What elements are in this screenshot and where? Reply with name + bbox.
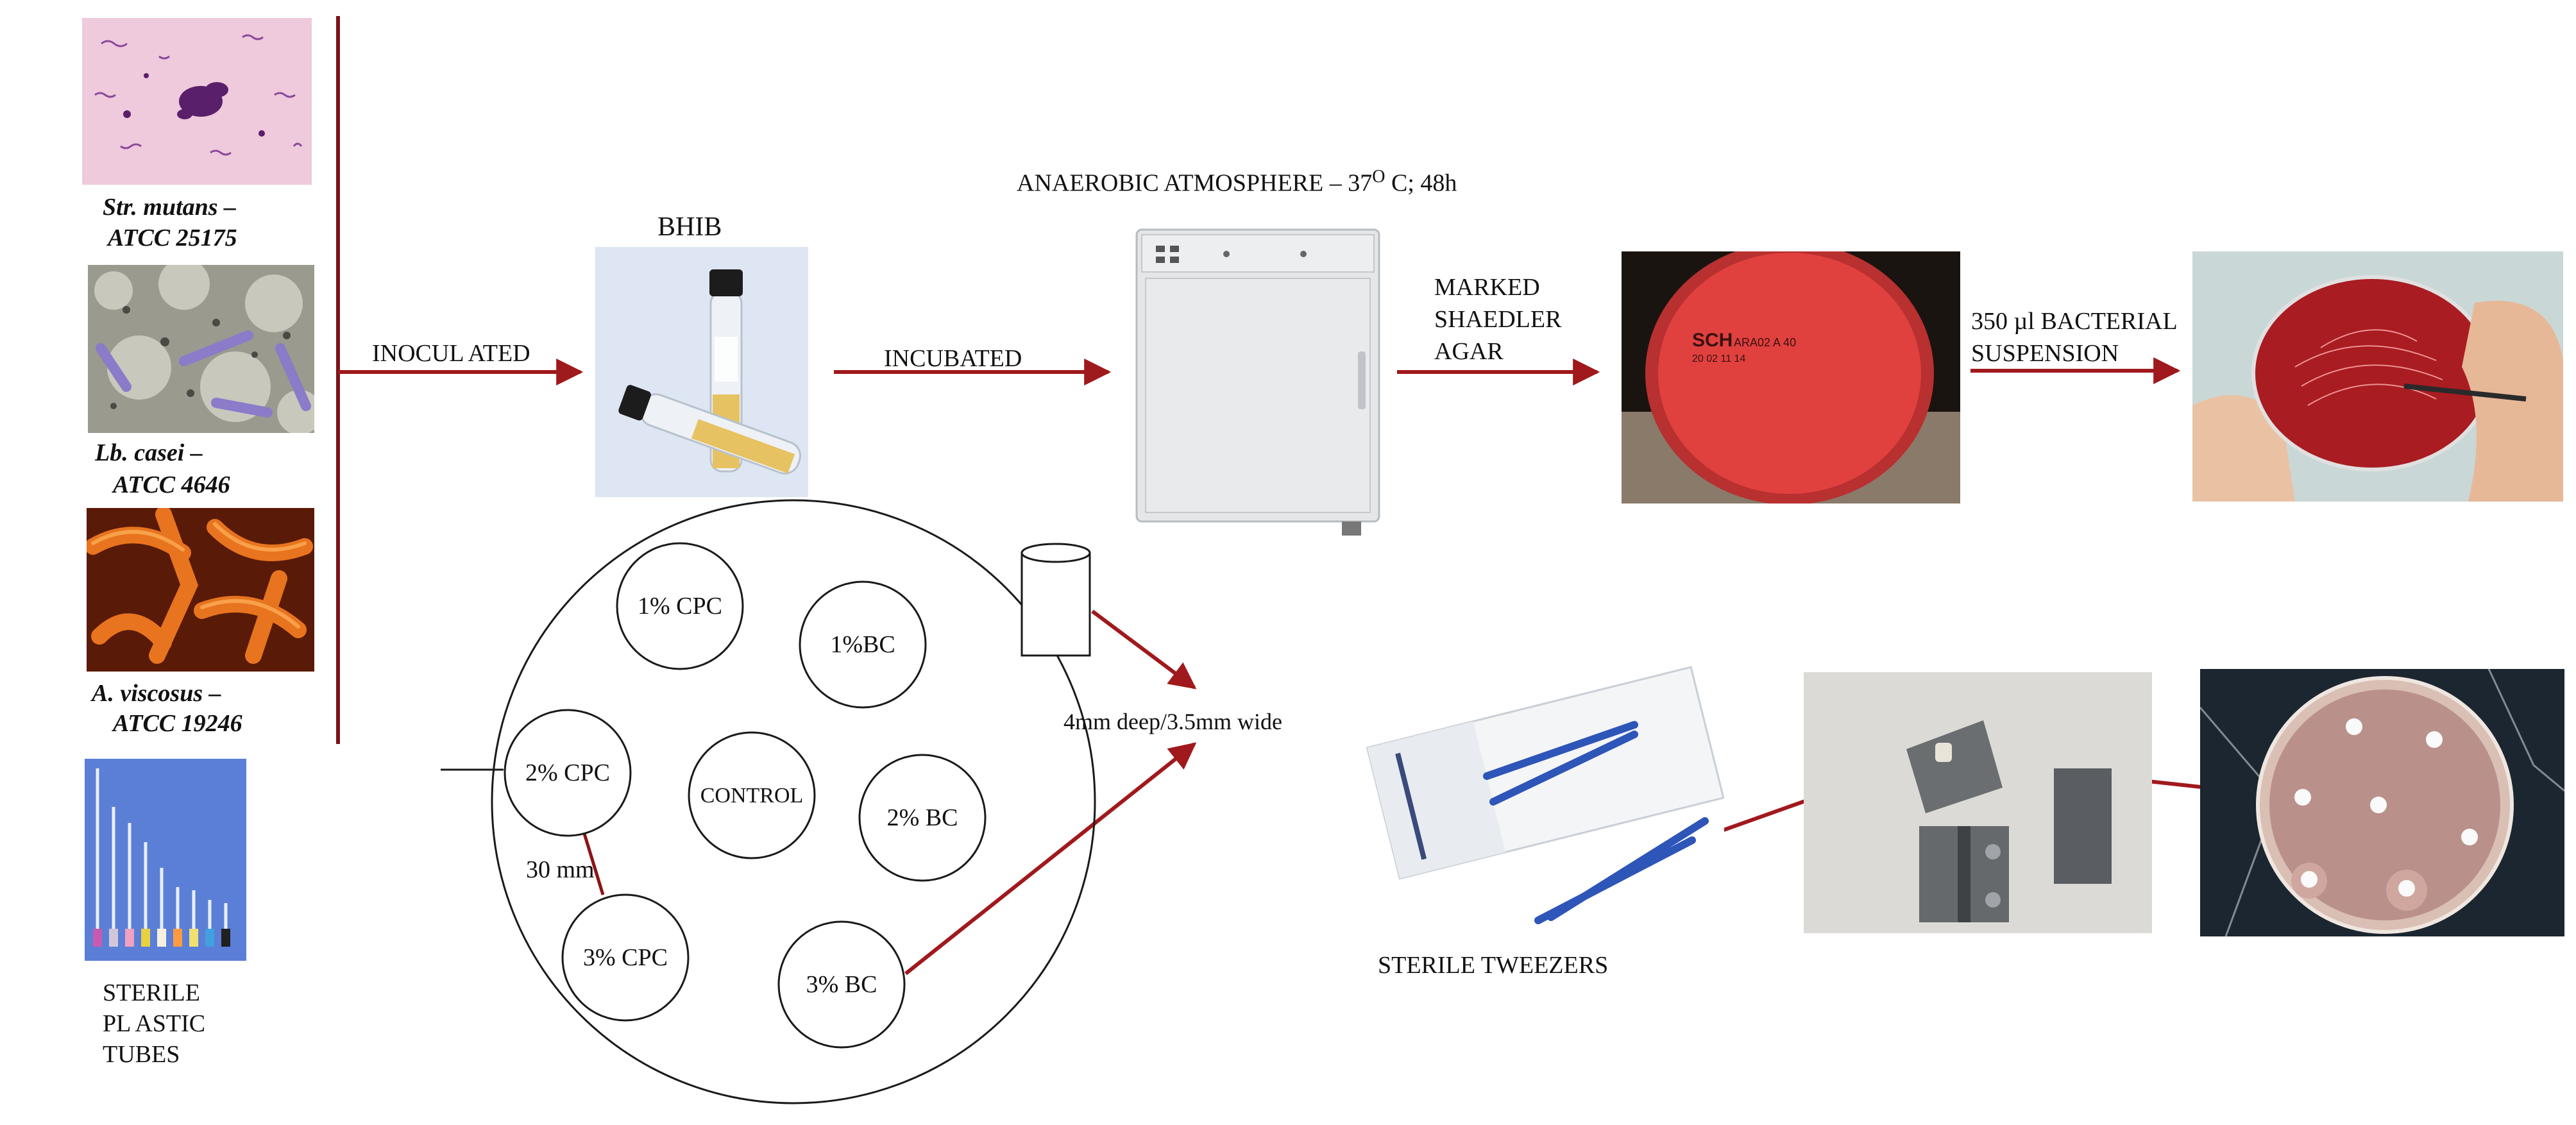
well-label-3-bc: 3% BC: [806, 971, 877, 998]
distance-line: [580, 827, 605, 895]
str-mutans-micrograph: [82, 18, 312, 185]
organism-3-name: A. viscosus –: [92, 680, 221, 707]
well-2-bc: [858, 754, 987, 882]
plate-outline: [491, 499, 1096, 1104]
organism-1-strain: ATCC 25175: [108, 224, 237, 251]
agar-label-line-1: MARKED: [1434, 274, 1540, 301]
well-3-cpc: [561, 893, 690, 1022]
plate-print-brand: SCH: [1692, 330, 1733, 351]
agar-label-line-2: SHAEDLER: [1434, 306, 1562, 333]
tubes-label-line-3: TUBES: [103, 1041, 180, 1068]
well-label-3-cpc: 3% CPC: [583, 944, 668, 971]
suspension-label-line-2: SUSPENSION: [1971, 340, 2119, 367]
well-3-bc: [777, 920, 906, 1049]
plate-print-batch: 20 02 11 14: [1692, 353, 1745, 364]
cylinder-icon: [1021, 543, 1091, 657]
metal-punch-photo: [1804, 672, 2152, 933]
well-1-bc: [799, 580, 927, 709]
organism-1-name: Str. mutans –: [103, 194, 237, 221]
a-viscosus-micrograph: [87, 508, 314, 672]
well-label-1-cpc: 1% CPC: [638, 593, 722, 620]
plate-print-code: ARA02 A 40: [1734, 336, 1796, 349]
tubes-label-line-1: STERILE: [103, 979, 200, 1006]
arrow-cylinder-to-well: [1091, 609, 1197, 689]
distance-label: 30 mm: [526, 856, 595, 883]
bhib-label: BHIB: [657, 212, 722, 242]
atmosphere-tail: C; 48h: [1391, 169, 1457, 197]
organism-2-name: Lb. casei –: [95, 439, 203, 466]
well-control: [688, 731, 816, 859]
well-size-label: 4mm deep/3.5mm wide: [1063, 709, 1282, 734]
tweezers-photo: [1365, 629, 1724, 935]
sterile-tubes-photo: [85, 759, 246, 961]
incubated-label: INCUBATED: [884, 345, 1022, 372]
atmosphere-degree: O: [1372, 167, 1385, 187]
atmosphere-text: ANAEROBIC ATMOSPHERE – 37: [1017, 169, 1373, 197]
well-label-2-bc: 2% BC: [886, 804, 958, 831]
organism-3-strain: ATCC 19246: [113, 710, 242, 737]
inoculated-label: INOCUL ATED: [372, 340, 530, 367]
well-2-cpc: [504, 709, 632, 837]
atmosphere-label: ANAEROBIC ATMOSPHERE – 37O C; 48h: [1017, 165, 1457, 199]
well-1-cpc: [616, 542, 744, 670]
bhib-tubes-photo: [595, 247, 808, 497]
suspension-label-line-1: 350 µl BACTERIAL: [1971, 308, 2178, 335]
lb-casei-micrograph: [88, 265, 314, 433]
well-label-2-cpc: 2% CPC: [525, 759, 610, 786]
tubes-label-line-2: PL ASTIC: [103, 1010, 206, 1037]
incubator-photo: [1130, 223, 1385, 541]
agar-plate-photo: SCH ARA02 A 40 20 02 11 14: [1622, 251, 1960, 503]
plate-with-wells-photo: [2200, 669, 2564, 936]
tweezers-label: STERILE TWEEZERS: [1378, 952, 1609, 979]
plate-print: SCH ARA02 A 40 20 02 11 14: [1692, 330, 1796, 364]
agar-label-line-3: AGAR: [1434, 338, 1504, 365]
well-label-control: CONTROL: [700, 784, 804, 808]
well-label-1-bc: 1%BC: [830, 631, 895, 658]
arrow-well-to-size: [904, 742, 1197, 976]
organism-2-strain: ATCC 4646: [113, 471, 230, 498]
streaking-photo: [2192, 251, 2563, 502]
